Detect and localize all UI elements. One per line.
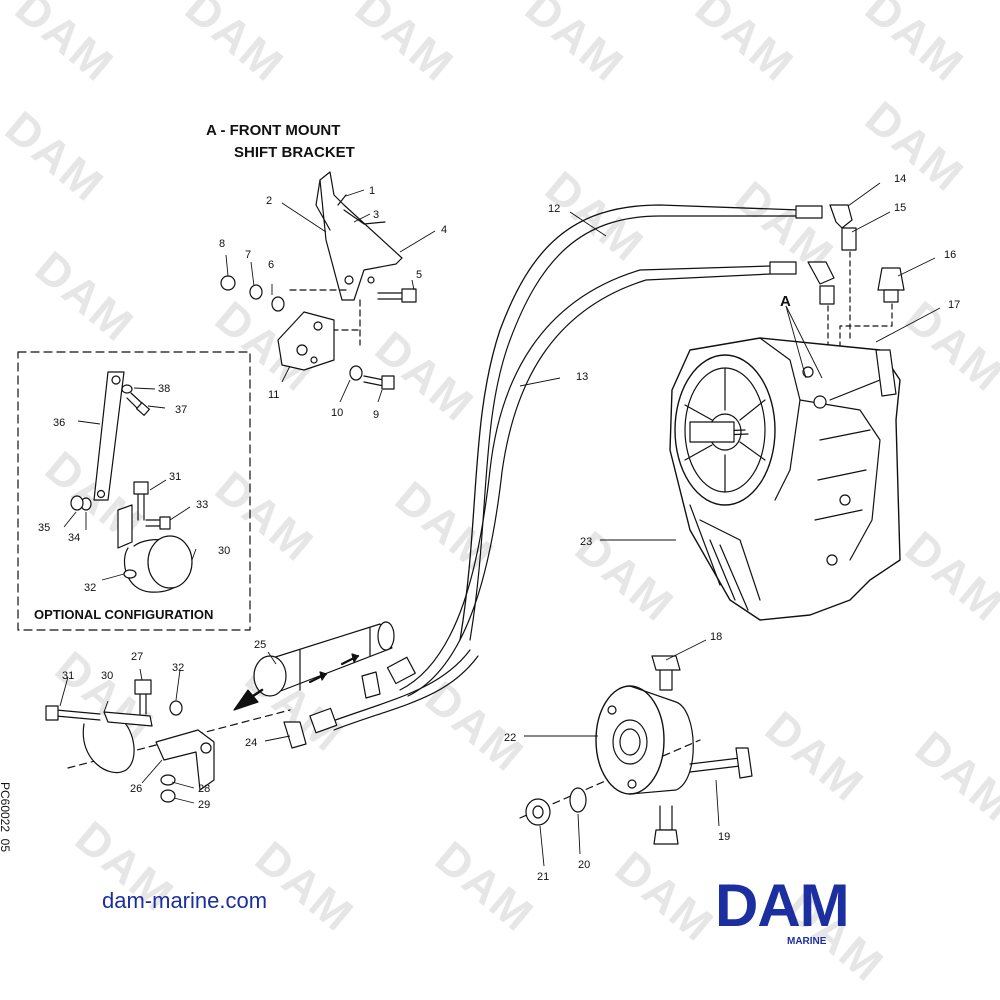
callout-leaders xyxy=(59,182,941,867)
website-link[interactable]: dam-marine.com xyxy=(102,888,268,913)
callout-24: 24 xyxy=(245,737,257,749)
callout-35: 35 xyxy=(38,522,50,534)
callout-37: 37 xyxy=(175,404,187,416)
hose-13 xyxy=(399,265,771,691)
optional-configuration-box xyxy=(17,351,251,631)
shift-lever-17 xyxy=(875,349,897,397)
callout-27: 27 xyxy=(131,651,143,663)
washer-20 xyxy=(569,787,587,813)
callout-14: 14 xyxy=(894,173,906,185)
callout-1: 1 xyxy=(369,185,375,197)
callout-23: 23 xyxy=(580,536,592,548)
callout-10: 10 xyxy=(331,407,343,419)
callout-12: 12 xyxy=(548,203,560,215)
bracket-26 xyxy=(155,729,215,791)
pressure-sender-16 xyxy=(877,267,905,291)
callout-20: 20 xyxy=(578,859,590,871)
logo-subtext: MARINE xyxy=(787,936,827,947)
pipe-clamp-30b xyxy=(82,719,135,774)
callout-2: 2 xyxy=(266,195,272,207)
callout-4: 4 xyxy=(441,224,447,236)
callout-13: 13 xyxy=(576,371,588,383)
callout-38: 38 xyxy=(158,383,170,395)
callout-34: 34 xyxy=(68,532,80,544)
support-strap-36 xyxy=(93,371,125,501)
callout-32b: 32 xyxy=(172,662,184,674)
callout-5: 5 xyxy=(416,269,422,281)
brand-logo: DAM MARINE xyxy=(715,876,895,948)
callout-36: 36 xyxy=(53,417,65,429)
callout-31: 31 xyxy=(169,471,181,483)
shift-bracket-4 xyxy=(319,171,403,301)
logo-text: DAM xyxy=(715,872,850,939)
callout-19: 19 xyxy=(718,831,730,843)
nut-21 xyxy=(525,798,551,826)
section-title-line2: SHIFT BRACKET xyxy=(234,144,355,161)
callout-32: 32 xyxy=(84,582,96,594)
callout-9: 9 xyxy=(373,409,379,421)
detail-marker-a: A xyxy=(780,293,791,310)
callout-22: 22 xyxy=(504,732,516,744)
callout-7: 7 xyxy=(245,249,251,261)
callout-15: 15 xyxy=(894,202,906,214)
callout-11: 11 xyxy=(268,389,279,401)
callout-16: 16 xyxy=(944,249,956,261)
elbow-fitting-14 xyxy=(829,204,853,229)
callout-26: 26 xyxy=(130,783,142,795)
callout-numbers: 1 2 3 4 5 6 7 8 9 10 11 12 13 14 15 16 1… xyxy=(38,173,960,883)
callout-8: 8 xyxy=(219,238,225,250)
callout-31b: 31 xyxy=(62,670,74,682)
callout-30: 30 xyxy=(218,545,230,557)
mount-plate-11 xyxy=(277,311,335,371)
callout-30b: 30 xyxy=(101,670,113,682)
section-title-line1: A - FRONT MOUNT xyxy=(206,122,341,139)
callout-29: 29 xyxy=(198,799,210,811)
callout-21: 21 xyxy=(537,871,549,883)
callout-28: 28 xyxy=(198,783,210,795)
optional-configuration-label: OPTIONAL CONFIGURATION xyxy=(34,607,214,622)
hose-12 xyxy=(459,204,801,641)
fitting-15 xyxy=(841,227,857,251)
elbow-fitting-24 xyxy=(283,721,307,749)
callout-18: 18 xyxy=(710,631,722,643)
callout-33: 33 xyxy=(196,499,208,511)
clamp-bracket xyxy=(117,504,133,549)
document-code: PC60022_05 xyxy=(0,781,13,853)
callout-3: 3 xyxy=(373,209,379,221)
callout-25: 25 xyxy=(254,639,266,651)
callout-6: 6 xyxy=(268,259,274,271)
callout-17: 17 xyxy=(948,299,960,311)
